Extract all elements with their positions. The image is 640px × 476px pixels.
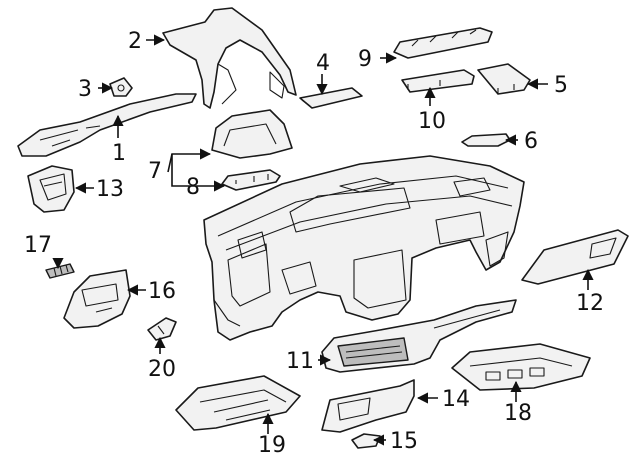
callout-3: 3 — [78, 77, 92, 102]
callout-4: 4 — [316, 51, 330, 76]
part-19-lower-tray — [175, 375, 301, 431]
instrument-panel-main — [203, 155, 525, 341]
part-10-trim-panel — [401, 69, 475, 93]
part-18-console-panel — [451, 343, 591, 391]
callout-12: 12 — [576, 291, 604, 316]
callout-1: 1 — [112, 141, 126, 166]
part-13-vent-housing — [27, 165, 75, 213]
part-1-upper-trim — [17, 93, 197, 157]
part-4-panel — [299, 87, 363, 109]
part-9-vent-bezel — [393, 27, 493, 59]
part-15-small-clip — [351, 433, 381, 449]
part-3-clip — [109, 77, 133, 97]
part-14-lower-panel — [321, 379, 415, 433]
callout-7: 7 — [148, 159, 162, 184]
callout-15: 15 — [390, 429, 418, 454]
callout-11: 11 — [286, 349, 314, 374]
part-6-strip — [461, 133, 511, 147]
callout-9: 9 — [358, 47, 372, 72]
part-2-upper-frame — [162, 7, 297, 109]
callout-19: 19 — [258, 433, 286, 458]
leader-arrows — [52, 34, 594, 446]
callout-2: 2 — [128, 29, 142, 54]
part-8-cluster-bezel — [221, 169, 281, 191]
callout-20: 20 — [148, 357, 176, 382]
part-16-lower-bracket — [63, 269, 131, 329]
part-5-cover — [477, 63, 531, 95]
part-12-glovebox-door — [521, 229, 629, 285]
part-7-cluster-hood — [211, 109, 293, 159]
callout-8: 8 — [186, 175, 200, 200]
callout-16: 16 — [148, 279, 176, 304]
callout-5: 5 — [554, 73, 568, 98]
callout-17: 17 — [24, 233, 52, 258]
part-20-clip — [147, 317, 177, 341]
callout-13: 13 — [96, 177, 124, 202]
callout-6: 6 — [524, 129, 538, 154]
callout-labels: 1 2 3 4 5 6 7 8 9 10 11 12 13 14 15 16 1… — [24, 29, 604, 458]
part-11-center-trim — [321, 299, 517, 373]
part-17-connector — [45, 263, 75, 279]
callout-14: 14 — [442, 387, 470, 412]
callout-10: 10 — [418, 109, 446, 134]
callout-18: 18 — [504, 401, 532, 426]
